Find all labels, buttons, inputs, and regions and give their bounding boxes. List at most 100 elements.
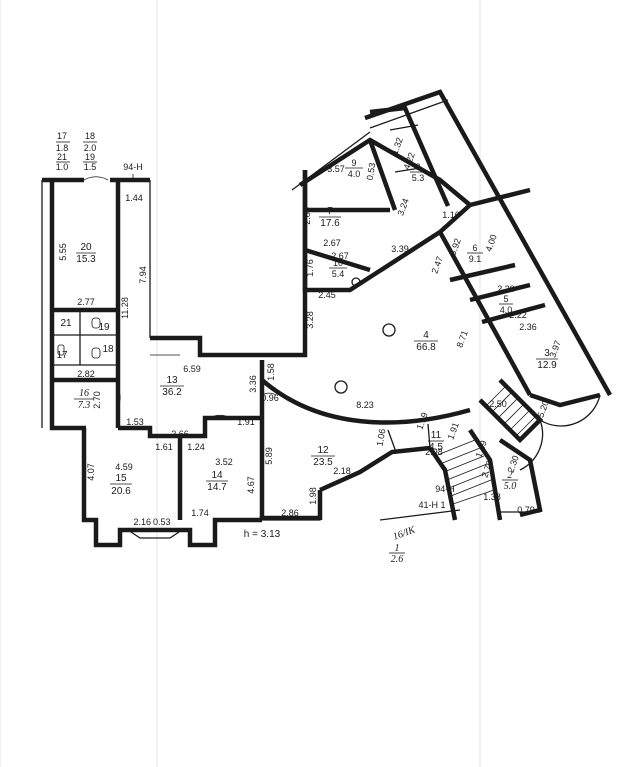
room-5-number: 5 (503, 294, 508, 304)
dim-2-45: 2.45 (318, 290, 336, 300)
dim-3-97: 3.97 (547, 339, 562, 359)
room-4-number: 4 (423, 330, 429, 341)
room-13-number: 13 (166, 375, 178, 386)
dim-8-23: 8.23 (356, 400, 374, 410)
legend-room-18: 18 (85, 131, 95, 141)
south-rooms (81, 428, 323, 548)
dim-2-18: 2.18 (333, 466, 351, 476)
dim-1-38: 1.38 (483, 492, 501, 502)
room-12-area: 23.5 (313, 457, 333, 468)
room-6-number: 6 (472, 243, 477, 253)
room-21-number: 21 (60, 318, 72, 329)
dim-6-59: 6.59 (183, 364, 201, 374)
dim-1-91: 1.91 (237, 417, 255, 427)
stair-marker: 94-Н (435, 484, 455, 494)
room-7-number: 7 (327, 206, 333, 217)
dim-5-89: 5.89 (264, 447, 274, 465)
dim-1-53: 1.53 (126, 417, 144, 427)
dim-3-36: 3.36 (248, 375, 258, 393)
room-7-area: 17.6 (320, 218, 340, 229)
dim-4-67: 4.67 (246, 476, 256, 494)
dim-2-36: 2.36 (519, 322, 537, 332)
dim-4-00: 4.00 (483, 233, 498, 253)
room-9-area: 4.0 (348, 169, 361, 179)
dim-1-74: 1.74 (191, 508, 209, 518)
dim-2-67-a: 2.67 (323, 238, 341, 248)
room-15-number: 15 (115, 473, 127, 484)
dim-4-07: 4.07 (86, 463, 96, 481)
room-2-area: 5.0 (504, 481, 517, 492)
legend-area-18: 2.0 (84, 143, 97, 153)
dim-5-20: 5.20 (535, 399, 550, 419)
ceiling-height-note: h = 3.13 (244, 529, 281, 540)
dim-2-82: 2.82 (77, 369, 95, 379)
room-5-area: 4.0 (500, 305, 513, 315)
room-3-number: 3 (544, 348, 550, 359)
room-10-area: 5.4 (332, 269, 345, 279)
room-6-area: 9.1 (469, 254, 482, 264)
legend-area-17: 1.8 (56, 143, 69, 153)
dim-3-28: 3.28 (305, 311, 315, 329)
room-labels: 20 15.3 21 19 17 18 16 7.3 13 36.2 15 20… (56, 158, 558, 565)
dim-1-91-b: 1.91 (445, 421, 460, 441)
dim-3-24: 3.24 (395, 197, 410, 217)
dim-2-50: 2.50 (489, 399, 507, 409)
stair (379, 378, 601, 521)
room-4-area: 66.8 (416, 342, 436, 353)
room-16-area: 7.3 (78, 400, 91, 411)
dim-7-94: 7.94 (138, 266, 148, 284)
dim-2-47: 2.47 (429, 255, 444, 275)
doors (83, 176, 277, 419)
dim-2-67-b: 2.67 (331, 251, 349, 261)
room-15-area: 20.6 (111, 486, 131, 497)
dim-2-77: 2.77 (77, 297, 95, 307)
room-3-area: 12.9 (537, 360, 557, 371)
dim-5-55: 5.55 (58, 243, 68, 261)
dim-2-22: 2.22 (509, 310, 527, 320)
dim-1-06: 1.06 (375, 428, 388, 447)
dim-2-39: 2.39 (497, 284, 515, 294)
room-12-number: 12 (317, 445, 329, 456)
dim-2-30: 2.30 (505, 454, 520, 474)
dim-2-98: 2.98 (425, 447, 443, 457)
dim-0-79: 0.79 (517, 505, 535, 515)
dim-2-88: 2.88 (302, 207, 312, 225)
room-20-area: 15.3 (76, 254, 96, 265)
dimension-labels: 5.55 1.44 7.94 2.77 11.28 2.82 2.70 6.59… (58, 136, 563, 527)
dim-0-96: 0.96 (261, 393, 279, 403)
dim-2-86: 2.86 (281, 508, 299, 518)
dim-0-53-b: 0.53 (365, 162, 378, 181)
dim-2-70: 2.70 (92, 391, 102, 409)
dim-3-52: 3.52 (215, 457, 233, 467)
legend-area-19: 1.5 (84, 162, 97, 172)
column (351, 277, 361, 287)
legend: 17 1.8 18 2.0 21 1.0 19 1.5 (56, 131, 97, 172)
room-14-area: 14.7 (207, 482, 227, 493)
room-19-number: 19 (98, 322, 110, 333)
room-8-area: 5.3 (412, 173, 425, 183)
dim-1-98: 1.98 (308, 487, 318, 505)
room-18-number: 18 (102, 344, 114, 355)
central-walls (260, 89, 612, 493)
toilet-icon (57, 317, 101, 359)
room-9-number: 9 (351, 158, 356, 168)
legend-room-19: 19 (85, 152, 95, 162)
room-11-area: 4.5 (429, 442, 443, 453)
room-2-number: 2 (508, 470, 513, 481)
room-17-number: 17 (56, 350, 68, 361)
column (382, 323, 396, 337)
legend-room-21: 21 (57, 152, 67, 162)
dim-2-16: 2.16 (133, 517, 151, 527)
dim-1-61: 1.61 (155, 442, 173, 452)
dim-1-44: 1.44 (125, 193, 143, 203)
room-10-number: 10 (333, 258, 343, 268)
room-14-number: 14 (211, 470, 223, 481)
dim-3-57: 3.57 (327, 164, 345, 174)
legend-room-17: 17 (57, 131, 67, 141)
dim-1-32: 1.32 (389, 136, 404, 156)
stair-marker-1: 41-Н 1 (418, 500, 445, 510)
dim-3-92: 3.92 (447, 237, 462, 257)
left-wing-walls (41, 170, 308, 520)
stair-marker-2: 16/IK (392, 524, 418, 543)
